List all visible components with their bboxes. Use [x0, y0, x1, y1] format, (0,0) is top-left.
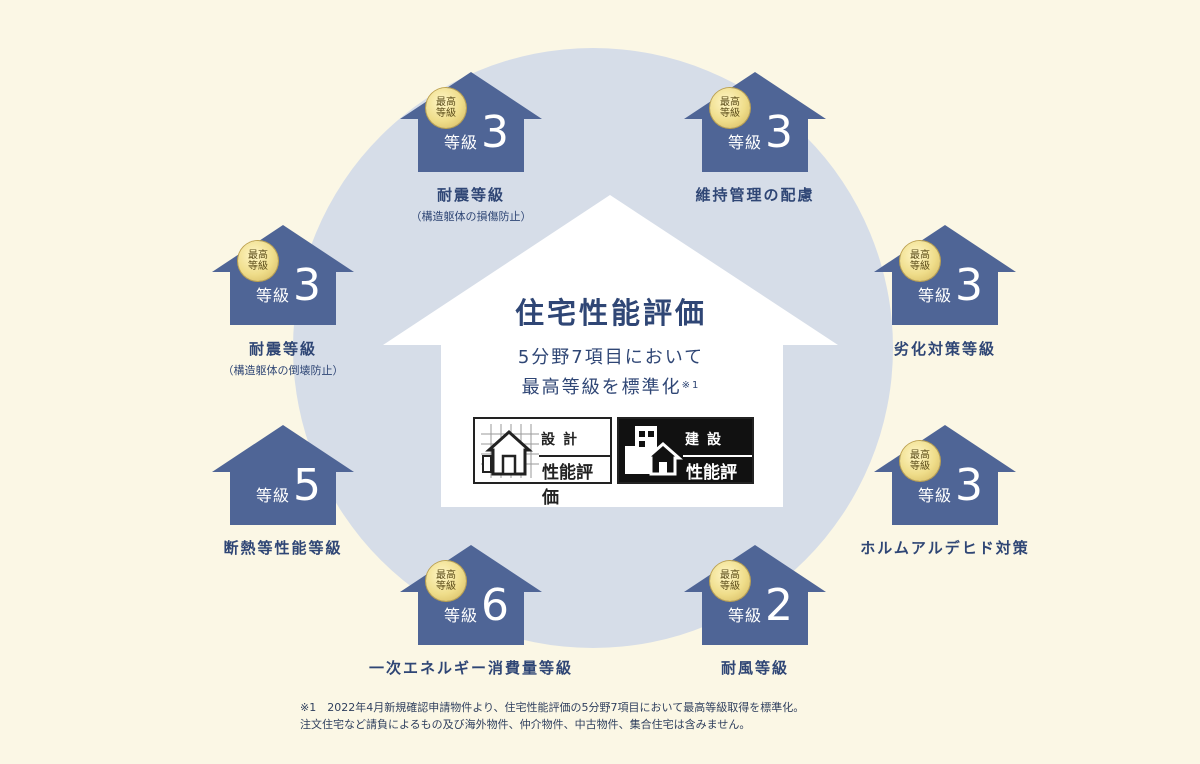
top-grade-badge: 最高等級: [426, 88, 466, 128]
center-subtitle-line2: 最高等級を標準化※1: [521, 377, 701, 398]
center-subtitle: 5分野7項目において 最高等級を標準化※1: [443, 343, 779, 403]
grade-number: 3: [955, 260, 983, 311]
grade-number: 2: [765, 580, 793, 631]
grade-label: 等級: [444, 606, 479, 625]
house-icon: [212, 225, 354, 325]
top-grade-badge: 最高等級: [238, 241, 278, 281]
footnote: ※1 2022年4月新規確認申請物件より、住宅性能評価の5分野7項目において最高…: [300, 699, 804, 733]
grade-number: 6: [481, 580, 509, 631]
build-mark-category: 建設: [685, 432, 729, 448]
grade-item-name: 耐震等級: [248, 340, 317, 358]
top-grade-badge: 最高等級: [710, 561, 750, 601]
footnote-ref: ※1: [681, 380, 701, 391]
grade-item-name: 劣化対策等級: [893, 340, 996, 358]
build-mark-label: 性能評価: [683, 455, 752, 509]
house-icon: [212, 425, 354, 525]
grade-item-name: ホルムアルデヒド対策: [860, 539, 1030, 557]
footnote-line1: ※1 2022年4月新規確認申請物件より、住宅性能評価の5分野7項目において最高…: [300, 701, 805, 714]
grade-item-name: 耐風等級: [720, 659, 789, 677]
grade-number: 3: [293, 260, 321, 311]
grade-label: 等級: [256, 486, 291, 505]
badge-text: 最高等級: [248, 250, 268, 272]
house-icon: [684, 545, 826, 645]
grade-label: 等級: [444, 133, 479, 152]
house-icon: [874, 225, 1016, 325]
grade-number: 3: [955, 460, 983, 511]
design-evaluation-mark: 設計 性能評価: [473, 417, 612, 508]
grade-item-note: （構造躯体の倒壊防止）: [222, 364, 344, 377]
top-grade-badge: 最高等級: [426, 561, 466, 601]
footnote-line2: 注文住宅など請負によるもの及び海外物件、仲介物件、中古物件、集合住宅は含みません…: [300, 718, 751, 731]
grade-number: 3: [765, 107, 793, 158]
house-plan-icon: [481, 424, 539, 478]
grade-item-note: （構造躯体の損傷防止）: [410, 210, 532, 223]
grade-item-name: 維持管理の配慮: [695, 186, 815, 204]
grade-item-name: 一次エネルギー消費量等級: [368, 659, 573, 677]
house-icon: [400, 545, 542, 645]
center-title: 住宅性能評価: [514, 296, 707, 330]
badge-text: 最高等級: [436, 570, 456, 592]
grade-number: 5: [293, 460, 321, 511]
grade-label: 等級: [918, 286, 953, 305]
top-grade-badge: 最高等級: [710, 88, 750, 128]
house-icon: [400, 72, 542, 172]
grade-item-name: 断熱等性能等級: [223, 539, 343, 557]
badge-text: 最高等級: [910, 450, 930, 472]
badge-text: 最高等級: [910, 250, 930, 272]
house-icon: [684, 72, 826, 172]
construction-evaluation-mark: 建設 性能評価: [617, 417, 754, 508]
grade-label: 等級: [728, 606, 763, 625]
grade-label: 等級: [918, 486, 953, 505]
center-subtitle-line1: 5分野7項目において: [517, 347, 705, 368]
grade-label: 等級: [256, 286, 291, 305]
badge-text: 最高等級: [720, 97, 740, 119]
design-mark-label: 性能評価: [539, 455, 610, 509]
badge-text: 最高等級: [436, 97, 456, 119]
house-icon: [874, 425, 1016, 525]
top-grade-badge: 最高等級: [900, 241, 940, 281]
badge-text: 最高等級: [720, 570, 740, 592]
top-grade-badge: 最高等級: [900, 441, 940, 481]
grade-item-name: 耐震等級: [436, 186, 505, 204]
design-mark-category: 設計: [541, 432, 585, 448]
grade-number: 3: [481, 107, 509, 158]
grade-label: 等級: [728, 133, 763, 152]
building-icon: [625, 426, 683, 476]
